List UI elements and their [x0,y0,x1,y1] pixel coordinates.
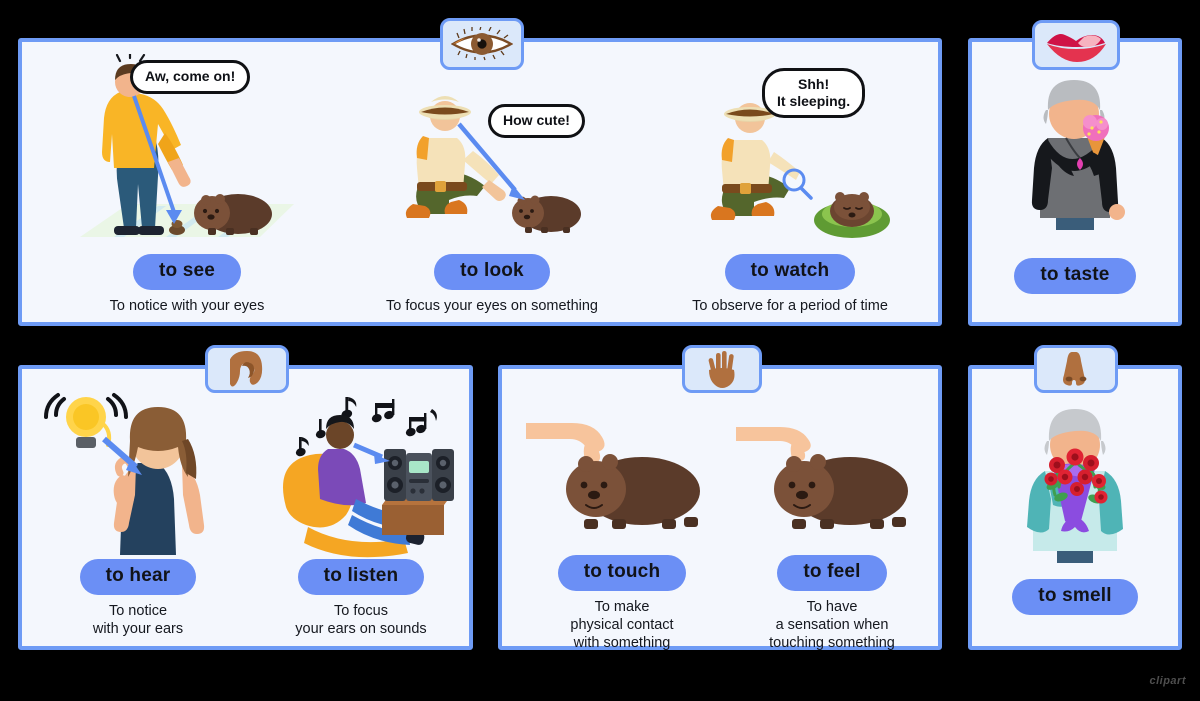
panel-hearing: to hear To notice with your ears [18,365,473,650]
definition-to-look: To focus your eyes on something [386,297,598,314]
hand-icon [706,350,738,388]
art-kneeling-woman-watching-sleeping-wombat [670,54,910,254]
art-hand-feeling-wombat [732,415,932,539]
badge-lips [1032,20,1120,70]
speech-bubble-to-see: Aw, come on! [130,60,251,94]
definition-to-hear: To notice with your ears [92,602,184,638]
word-pill-to-taste[interactable]: to taste [1014,258,1136,294]
art-hand-touching-wombat [522,415,722,539]
panel-sight: Aw, come on! to see To notice with your … [18,38,942,326]
card-to-listen[interactable]: to listen To focus your ears on sounds [250,387,472,638]
definition-to-listen: To focus your ears on sounds [295,602,427,638]
card-to-look[interactable]: How cute! to look To focus your eyes on … [342,54,642,315]
ear-icon [230,350,264,388]
word-pill-to-hear[interactable]: to hear [79,559,197,595]
definition-to-feel: To have a sensation when touching someth… [769,598,895,652]
art-woman-hearing-alarm-bell [38,387,238,559]
speech-bubble-to-watch: Shh! It sleeping. [762,68,866,119]
word-pill-to-watch[interactable]: to watch [724,254,856,290]
word-pill-to-feel[interactable]: to feel [777,555,887,591]
word-pill-to-listen[interactable]: to listen [297,559,425,595]
word-pill-to-touch[interactable]: to touch [557,555,687,591]
art-man-on-beanbag-listening-to-stereo [256,387,466,559]
card-to-taste[interactable]: to taste [972,66,1178,294]
badge-nose [1034,345,1118,393]
badge-eye [440,18,524,70]
art-person-smelling-bouquet-of-roses [995,389,1155,567]
word-pill-to-look[interactable]: to look [434,254,550,290]
card-to-see[interactable]: Aw, come on! to see To notice with your … [42,50,332,315]
badge-ear [205,345,289,393]
watermark: clipart [1149,675,1186,687]
speech-bubble-to-look: How cute! [488,104,585,138]
lips-icon [1043,28,1109,62]
definition-to-watch: To observe for a period of time [692,297,888,314]
panel-smell: to smell [968,365,1182,650]
badge-hand [682,345,762,393]
card-to-hear[interactable]: to hear To notice with your ears [28,387,248,638]
eye-icon [451,27,513,61]
word-pill-to-smell[interactable]: to smell [1012,579,1138,615]
art-kneeling-woman-looking-at-wombat [367,54,617,254]
panel-touch: to touch To make physical contact with s… [498,365,942,652]
card-to-touch[interactable]: to touch To make physical contact with s… [516,415,728,652]
card-to-feel[interactable]: to feel To have a sensation when touchin… [726,415,938,652]
panel-taste: to taste [968,38,1182,326]
nose-icon [1059,351,1093,387]
definition-to-see: To notice with your eyes [109,297,265,314]
card-to-smell[interactable]: to smell [972,389,1178,615]
art-person-eating-ice-cream [1000,66,1150,248]
definition-to-touch: To make physical contact with something [570,598,674,652]
word-pill-to-see[interactable]: to see [132,254,242,290]
card-to-watch[interactable]: Shh! It sleeping. to watch To observe fo… [650,54,930,315]
